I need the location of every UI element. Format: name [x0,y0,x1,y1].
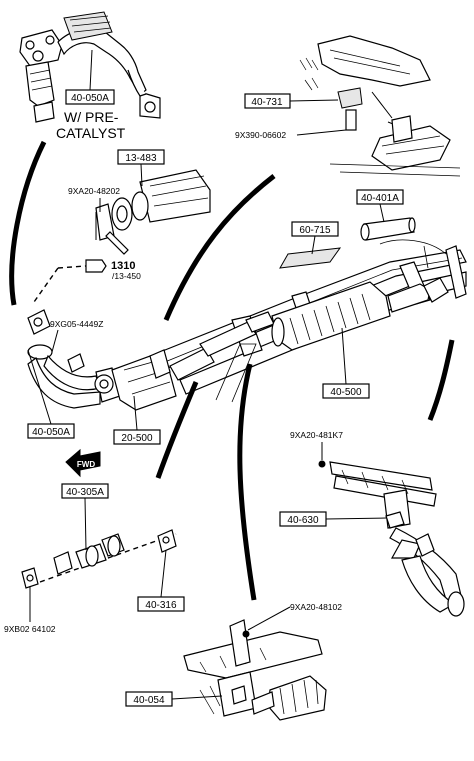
svg-text:40-401A: 40-401A [361,193,399,204]
svg-text:40-731: 40-731 [251,97,283,108]
leader-arc-40-054 [237,363,257,601]
callout-13-483: 13-483 [117,149,165,187]
svg-text:40-630: 40-630 [287,515,319,526]
leader-arc-40-630 [427,339,455,421]
code-9XA20-48102: 9XA20-48102 [290,602,342,612]
catalyst-flange-drawing [95,169,211,255]
muffler-drawing [271,277,449,351]
code-9XA20-48202: 9XA20-48202 [68,186,120,196]
ref-13-450: /13-450 [112,271,141,281]
code-9XB02-64102: 9XB02 64102 [4,624,56,634]
ref-1310: 1310 [111,260,135,272]
callout-40-050A-top: 40-050A [65,49,115,105]
svg-text:40-500: 40-500 [330,387,362,398]
heat-shield-drawing [279,247,342,269]
svg-text:13-483: 13-483 [125,153,157,164]
code-9X390-06602: 9X390-06602 [235,130,286,140]
svg-text:40-050A: 40-050A [71,93,109,104]
code-9XG05-4449Z: 9XG05-4449Z [50,319,103,329]
code-9XA20-481K7: 9XA20-481K7 [290,430,343,440]
leader-9X390 [296,129,347,136]
svg-text:40-316: 40-316 [145,600,177,611]
leader-9XG05 [51,329,59,353]
reference-arrow-1310: 1310 /13-450 [33,259,141,303]
callout-40-500: 40-500 [322,327,370,399]
fwd-label: FWD [77,460,95,469]
pre-catalyst-pipe-drawing [19,11,161,123]
leader-arc-precat [9,140,47,306]
svg-text:40-054: 40-054 [133,695,165,706]
tail-pipe-tip-drawing [360,217,416,241]
svg-text:60-715: 60-715 [299,225,331,236]
rear-hanger-drawing [299,35,461,177]
callout-40-401A: 40-401A [356,189,404,223]
svg-text:40-305A: 40-305A [66,487,104,498]
callout-20-500: 20-500 [113,395,161,445]
callout-40-731: 40-731 [244,93,339,109]
callout-40-054: 40-054 [125,691,223,707]
forward-direction-arrow: FWD [65,448,101,478]
hanger-detail-drawing [21,529,177,589]
bottom-bracket-drawing [183,619,327,721]
svg-text:20-500: 20-500 [121,433,153,444]
leader-arc-40-305A [155,381,199,479]
rear-tailpipe-drawing [318,460,465,617]
leader-arc-upper [163,174,276,321]
pre-catalyst-note-line2: CATALYST [56,125,126,141]
callout-40-316: 40-316 [137,549,185,612]
svg-text:40-050A: 40-050A [32,427,70,438]
leader-9XA20-48102 [247,606,291,631]
intermediate-pipe-drawing [149,311,275,381]
pre-catalyst-note-line1: W/ PRE- [64,109,119,125]
callout-40-050A-bottom: 40-050A [27,349,75,439]
callout-40-305A: 40-305A [61,483,109,551]
callout-60-715: 60-715 [291,221,339,255]
callout-40-630: 40-630 [279,511,387,527]
